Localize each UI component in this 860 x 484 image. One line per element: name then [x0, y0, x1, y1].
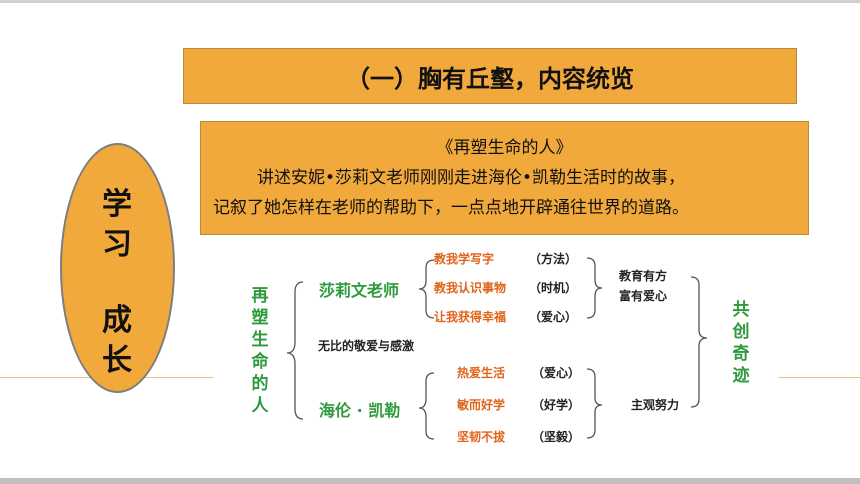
- summary-line-2: 记叙了她怎样在老师的帮助下，一点点地开辟通往世界的道路。: [213, 198, 689, 218]
- summary-line-1: 讲述安妮•莎莉文老师刚刚走进海伦•凯勒生活时的故事，: [257, 168, 686, 188]
- teacher-item-note: （爱心）: [529, 310, 578, 324]
- middle-label: 无比的敬爱与感激: [318, 339, 415, 353]
- result-label: 共创奇迹: [732, 300, 750, 386]
- section-title: （一）胸有丘壑，内容统览: [183, 48, 797, 104]
- root-label: 再塑生命的人: [251, 286, 269, 416]
- teacher-label: 莎莉文老师: [319, 281, 400, 300]
- oval-char: 学: [102, 187, 132, 222]
- study-growth-oval: 学 习 成 长: [60, 143, 175, 393]
- bottom-bar: [0, 478, 860, 484]
- helen-summary: 主观努力: [631, 398, 680, 412]
- oval-char: 成: [102, 303, 132, 338]
- top-divider: [0, 0, 860, 3]
- helen-item: 热爱生活: [457, 366, 506, 380]
- helen-label: 海伦 · 凯勒: [319, 401, 401, 420]
- teacher-item-note: （方法）: [529, 252, 578, 266]
- helen-item-note: （坚毅）: [532, 430, 581, 444]
- teacher-item-note: （时机）: [529, 281, 578, 295]
- bracket-lines: [286, 257, 708, 440]
- teacher-summary: 富有爱心: [619, 289, 668, 303]
- oval-char: 长: [102, 343, 132, 378]
- teacher-item: 教我认识事物: [434, 281, 507, 295]
- helen-item-note: （好学）: [532, 398, 581, 412]
- helen-item: 坚韧不拔: [457, 430, 506, 444]
- helen-item-note: （爱心）: [532, 366, 581, 380]
- teacher-item: 教我学写字: [434, 252, 495, 266]
- right-divider-line: [778, 377, 860, 378]
- teacher-summary: 教育有方: [619, 269, 668, 283]
- book-title: 《再塑生命的人》: [436, 138, 573, 158]
- summary-box: 《再塑生命的人》 讲述安妮•莎莉文老师刚刚走进海伦•凯勒生活时的故事， 记叙了她…: [200, 121, 809, 235]
- teacher-item: 让我获得幸福: [434, 310, 507, 324]
- helen-item: 敏而好学: [457, 398, 506, 412]
- oval-char: 习: [102, 227, 132, 262]
- structure-diagram: 再塑生命的人 莎莉文老师 教我学写字 （方法） 教我认识事物 （时机） 让我获得…: [229, 247, 787, 464]
